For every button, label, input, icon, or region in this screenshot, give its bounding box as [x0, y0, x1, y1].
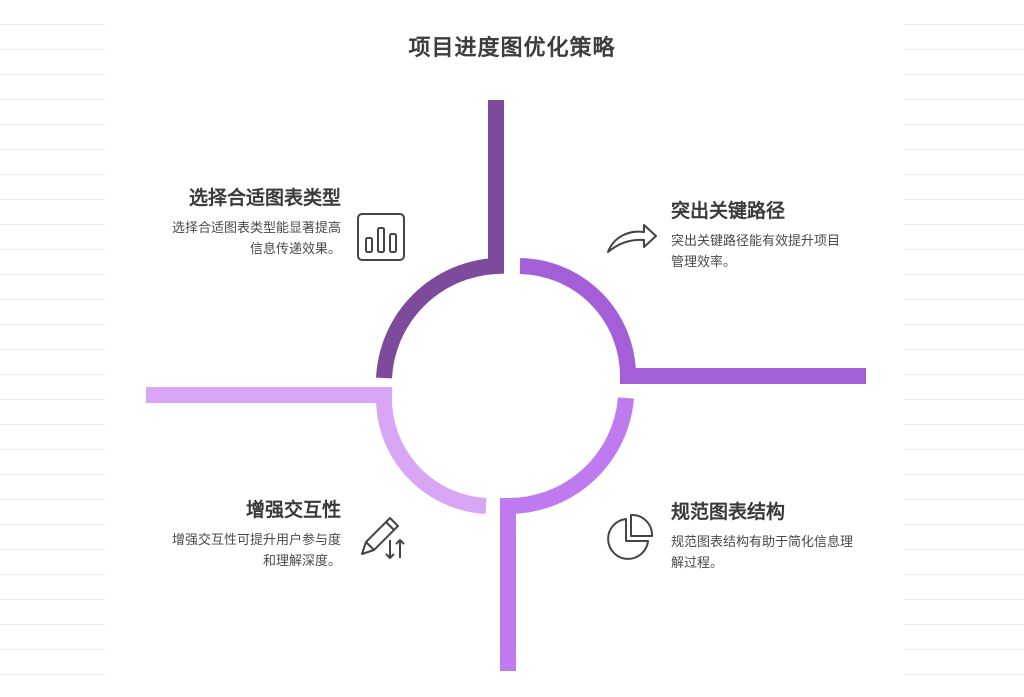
right-ruled-background: [904, 0, 1024, 697]
pencil-sort-icon: [356, 510, 408, 566]
pie-chart-icon: [604, 513, 654, 567]
quadrant-arc-bottom-left: [146, 387, 487, 514]
section-description: 增强交互性可提升用户参与度和理解深度。: [171, 533, 341, 569]
page-title: 项目进度图优化策略: [408, 36, 616, 61]
section-description: 规范图表结构有助于简化信息理解过程。: [671, 535, 854, 571]
left-ruled-background: [0, 0, 105, 697]
section-heading: 突出关键路径: [671, 200, 786, 222]
quadrant-arc-top-left: [376, 100, 504, 379]
section-heading: 选择合适图表类型: [188, 187, 341, 209]
section-critical-path: 突出关键路径 突出关键路径能有效提升项目管理效率。: [671, 199, 841, 273]
section-description: 选择合适图表类型能显著提高信息传递效果。: [171, 221, 341, 257]
section-interactivity: 增强交互性 增强交互性可提升用户参与度和理解深度。: [170, 498, 341, 572]
section-description: 突出关键路径能有效提升项目管理效率。: [671, 234, 841, 270]
quadrant-arc-bottom-right: [500, 397, 634, 671]
section-heading: 规范图表结构: [671, 501, 786, 523]
section-chart-type: 选择合适图表类型 选择合适图表类型能显著提高信息传递效果。: [165, 186, 341, 260]
section-heading: 增强交互性: [245, 499, 341, 521]
bar-chart-icon: [356, 212, 406, 266]
section-chart-structure: 规范图表结构 规范图表结构有助于简化信息理解过程。: [671, 500, 861, 574]
quadrant-arc-top-right: [519, 258, 866, 384]
curved-arrow-icon: [604, 222, 660, 262]
